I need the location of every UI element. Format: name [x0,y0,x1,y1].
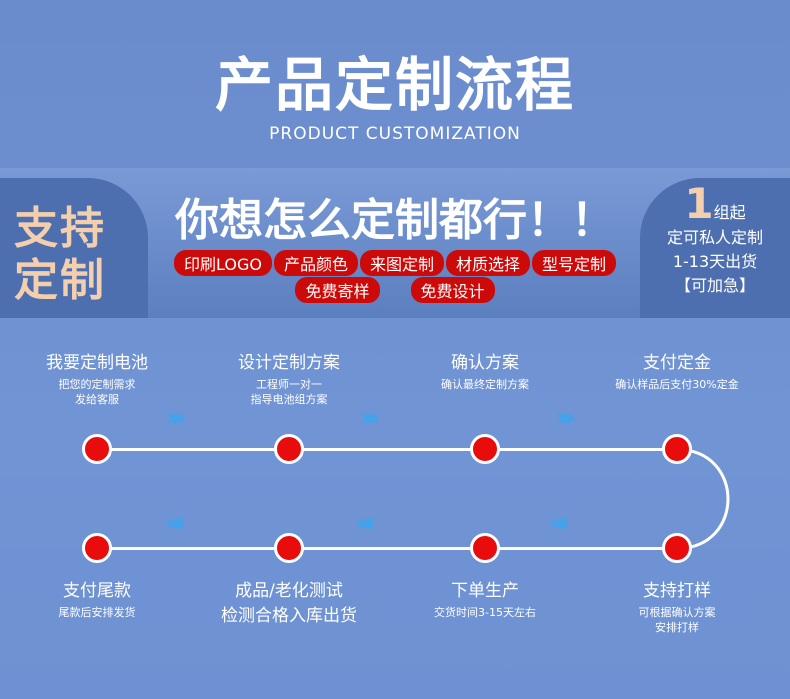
arrow-left-icon: ‹‹‹ [356,508,376,538]
step-2: 设计定制方案工程师一对一指导电池组方案 [199,348,379,407]
step-node [662,434,692,464]
tag: 免费寄样 [295,277,380,303]
tag: 印刷LOGO [174,250,272,276]
tag: 材质选择 [445,250,530,276]
panel-line: 定制 [14,255,106,306]
page-title: 产品定制流程 [214,51,575,119]
step-3: 确认方案确认最终定制方案 [395,348,575,392]
step-node [274,434,304,464]
step-4: 支付定金确认样品后支付30%定金 [587,348,767,392]
step-title: 支付定金 [643,353,711,373]
step-title: 支持打样 [643,581,711,601]
tag: 免费设计 [410,277,495,303]
step-node [470,434,500,464]
step-desc: 尾款后安排发货 [58,606,136,619]
step-7: 成品/老化测试检测合格入库出货 [199,576,379,626]
step-node [470,533,500,563]
step-node [274,533,304,563]
panel-line: 1-13天出货 [672,252,758,271]
step-title: 支付尾款 [63,581,131,601]
flow-line-bottom [97,547,677,550]
step-node [82,434,112,464]
arrow-right-icon: ››› [556,403,576,433]
step-desc: 确认样品后支付30%定金 [615,378,739,391]
tag: 产品颜色 [273,250,358,276]
flow-line-top [97,448,677,451]
step-title: 我要定制电池 [46,353,148,373]
step-6: 下单生产交货时间3-15天左右 [395,576,575,620]
step-1: 我要定制电池把您的定制需求发给客服 [7,348,187,407]
arrow-right-icon: ››› [166,403,186,433]
flow-curve [676,448,730,550]
tag: 来图定制 [359,250,444,276]
support-custom-panel: 支持 定制 [0,178,148,318]
step-title: 设计定制方案 [238,353,340,373]
step-node [662,533,692,563]
panel-line: 定可私人定制 [666,228,763,247]
min-order-unit: 组起 [713,203,746,222]
min-order-panel: 1组起 定可私人定制 1-13天出货 【可加急】 [640,178,790,318]
panel-line: 支持 [14,203,106,254]
slogan: 你想怎么定制都行！！ [175,195,615,246]
arrow-left-icon: ‹‹‹ [550,508,570,538]
step-desc: 可根据确认方案 [638,606,716,619]
step-desc: 把您的定制需求 [58,378,136,391]
step-title: 确认方案 [451,353,519,373]
step-desc: 工程师一对一 [256,378,322,391]
step-title: 下单生产 [451,581,519,601]
step-desc: 指导电池组方案 [250,393,328,406]
step-8: 支付尾款尾款后安排发货 [7,576,187,620]
step-5: 支持打样可根据确认方案安排打样 [587,576,767,635]
arrow-right-icon: ››› [360,403,380,433]
step-desc: 检测合格入库出货 [221,606,357,626]
panel-line: 【可加急】 [674,276,755,295]
step-desc: 确认最终定制方案 [441,378,529,391]
step-desc: 交货时间3-15天左右 [434,606,536,619]
page-subtitle: PRODUCT CUSTOMIZATION [269,124,521,144]
step-title: 成品/老化测试 [235,581,343,601]
tag: 型号定制 [531,250,616,276]
arrow-left-icon: ‹‹‹ [166,508,186,538]
tags-row-2: 免费寄样 免费设计 [150,277,640,303]
step-node [82,533,112,563]
step-desc: 安排打样 [655,621,699,634]
min-order-number: 1 [684,179,714,228]
step-desc: 发给客服 [75,393,119,406]
